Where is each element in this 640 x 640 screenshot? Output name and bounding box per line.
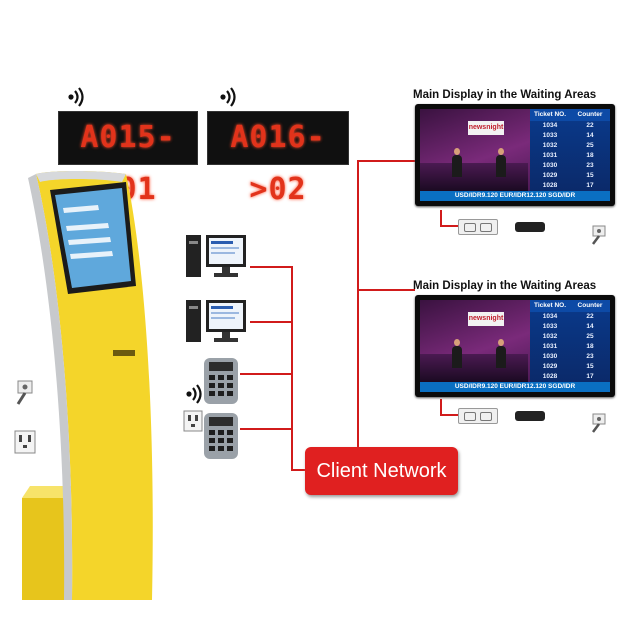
ticket-number: 1030	[542, 162, 558, 169]
exchange-rate-ticker: USD/IDR9.120 EUR/IDR12.120 SGD/IDR	[420, 191, 610, 201]
network-line-kiosk-bus	[291, 266, 293, 470]
ticket-row: 1032 25	[530, 332, 610, 342]
ticket-panel-header: Ticket NO. Counter	[530, 109, 610, 121]
studio-floor	[420, 163, 528, 191]
client-network-box: Client Network	[305, 447, 458, 495]
counter-number: 23	[586, 353, 594, 360]
network-line-pc1	[250, 266, 292, 268]
exchange-rate-ticker: USD/IDR9.120 EUR/IDR12.120 SGD/IDR	[420, 382, 610, 392]
power-outlet-icon	[183, 410, 203, 432]
ticket-row: 1029 15	[530, 171, 610, 181]
ticket-row: 1034 22	[530, 312, 610, 322]
counter-number: 22	[586, 313, 594, 320]
ticket-number: 1028	[542, 182, 558, 189]
ticket-number: 1033	[542, 132, 558, 139]
network-line-to-client	[291, 469, 307, 471]
counter-number: 17	[586, 182, 594, 189]
ticket-row: 1033 14	[530, 322, 610, 332]
guest-figure	[496, 339, 506, 368]
network-line-monitor2	[357, 289, 415, 291]
ticket-number: 1034	[542, 313, 558, 320]
ticket-number: 1032	[542, 142, 558, 149]
network-line-monitor1	[357, 160, 415, 162]
ticket-number: 1029	[542, 172, 558, 179]
counter-number: 25	[586, 142, 594, 149]
computer-icon	[186, 235, 246, 277]
counter-number: 14	[586, 132, 594, 139]
keypad-icon	[204, 358, 238, 404]
ticket-number: 1028	[542, 373, 558, 380]
ticket-number: 1034	[542, 122, 558, 129]
tv-logo: newsnight	[468, 312, 504, 326]
counter-number: 18	[586, 343, 594, 350]
wifi-icon	[220, 87, 236, 107]
set-top-box-icon	[515, 411, 545, 421]
ticket-number: 1030	[542, 353, 558, 360]
monitor-title: Main Display in the Waiting Areas	[413, 89, 597, 101]
counter-number: 15	[586, 172, 594, 179]
network-line-keypad1	[240, 373, 292, 375]
ticket-number: 1031	[542, 152, 558, 159]
ticket-row: 1031 18	[530, 342, 610, 352]
ticket-number: 1029	[542, 363, 558, 370]
power-strip-icon	[458, 408, 498, 424]
ceiling-socket-icon	[16, 380, 33, 405]
network-line-pc2	[250, 321, 292, 323]
monitor-title: Main Display in the Waiting Areas	[413, 280, 597, 292]
ticket-row: 1030 23	[530, 352, 610, 362]
queue-ticket-kiosk	[22, 171, 153, 600]
network-line-strip1h	[440, 225, 458, 227]
ticket-number: 1033	[542, 323, 558, 330]
keypad-icon	[204, 413, 238, 459]
ticket-row: 1030 23	[530, 161, 610, 171]
ticket-number: 1032	[542, 333, 558, 340]
network-line-strip2	[440, 399, 442, 415]
network-line-display-bus	[357, 160, 359, 448]
power-strip-icon	[458, 219, 498, 235]
counter-number: 25	[586, 333, 594, 340]
guest-figure	[496, 148, 506, 177]
display-screen: newsnight Ticket NO. Counter 1034 22 1033…	[420, 300, 610, 392]
ceiling-socket-icon	[592, 413, 606, 433]
ticket-row: 1028 17	[530, 181, 610, 191]
counter-number: 14	[586, 323, 594, 330]
counter-header: Counter	[577, 111, 603, 118]
ceiling-socket-icon	[592, 225, 606, 245]
wifi-icon	[68, 87, 84, 107]
network-line-keypad2	[240, 428, 292, 430]
counter-number: 23	[586, 162, 594, 169]
tv-logo: newsnight	[468, 121, 504, 135]
ticket-row: 1028 17	[530, 372, 610, 382]
power-outlet-icon	[14, 430, 36, 454]
ticket-no-header: Ticket NO.	[533, 111, 567, 118]
presenter-figure	[452, 339, 462, 368]
counter-number: 18	[586, 152, 594, 159]
ticket-panel-header: Ticket NO. Counter	[530, 300, 610, 312]
network-line-strip1	[440, 210, 442, 226]
display-screen: newsnight Ticket NO. Counter 1034 22 1033…	[420, 109, 610, 201]
led-counter-display-2: A016->02	[207, 111, 349, 207]
ticket-no-header: Ticket NO.	[533, 302, 567, 309]
ticket-row: 1034 22	[530, 121, 610, 131]
computer-icon	[186, 300, 246, 342]
counter-header: Counter	[577, 302, 603, 309]
waiting-area-display-2: newsnight Ticket NO. Counter 1034 22 1033…	[415, 295, 615, 397]
wifi-icon	[186, 384, 202, 404]
counter-number: 22	[586, 122, 594, 129]
studio-floor	[420, 354, 528, 382]
network-line-strip2h	[440, 414, 458, 416]
led-counter-display-1: A015->01	[58, 111, 198, 207]
ticket-number: 1031	[542, 343, 558, 350]
counter-number: 15	[586, 363, 594, 370]
ticket-row: 1031 18	[530, 151, 610, 161]
ticket-row: 1032 25	[530, 141, 610, 151]
waiting-area-display-1: newsnight Ticket NO. Counter 1034 22 1033…	[415, 104, 615, 206]
set-top-box-icon	[515, 222, 545, 232]
ticket-row: 1033 14	[530, 131, 610, 141]
counter-number: 17	[586, 373, 594, 380]
ticket-row: 1029 15	[530, 362, 610, 372]
presenter-figure	[452, 148, 462, 177]
